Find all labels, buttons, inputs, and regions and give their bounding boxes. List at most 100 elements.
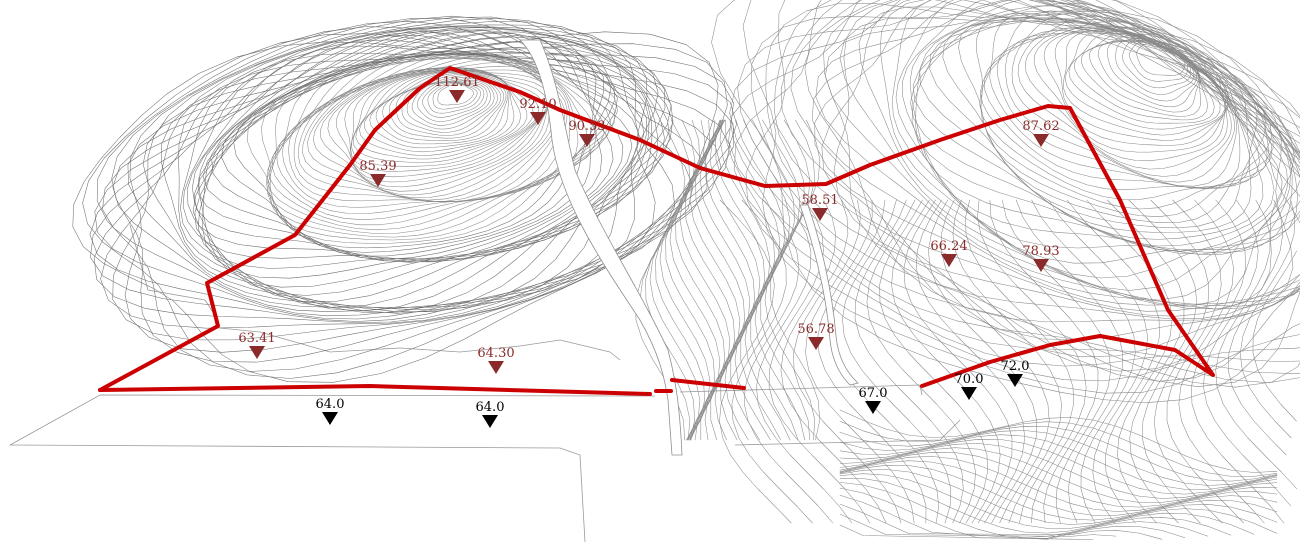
contour-line bbox=[839, 482, 1232, 538]
contour-line bbox=[740, 119, 791, 441]
contour-line bbox=[839, 456, 1278, 512]
existing-elevation-marker-label: 56.78 bbox=[797, 322, 834, 337]
triangle-down-icon bbox=[1007, 374, 1023, 387]
contour-line bbox=[728, 0, 1300, 374]
contour-line bbox=[182, 45, 658, 308]
contour-line bbox=[297, 55, 558, 202]
contour-line bbox=[142, 31, 674, 312]
contour-line bbox=[427, 82, 481, 114]
existing-elevation-marker-label: 66.24 bbox=[930, 239, 967, 254]
contour-line bbox=[737, 0, 1300, 388]
contour-lines-west-hill bbox=[72, 15, 737, 383]
contour-line bbox=[744, 199, 834, 524]
contour-line bbox=[711, 0, 1300, 404]
contour-line bbox=[351, 67, 539, 167]
contour-line bbox=[839, 487, 1209, 539]
road-corridor-shape bbox=[519, 39, 683, 456]
contour-line bbox=[704, 119, 755, 441]
contour-line bbox=[928, 199, 1038, 524]
contour-line bbox=[833, 0, 1300, 317]
contour-lines-east-hill bbox=[711, 0, 1300, 404]
contour-line bbox=[879, 199, 988, 524]
ground-edge-right bbox=[679, 384, 923, 396]
contour-line bbox=[916, 199, 1026, 524]
contour-line bbox=[839, 13, 1300, 307]
contour-line bbox=[1227, 199, 1287, 456]
triangle-down-icon bbox=[370, 174, 386, 187]
contour-line bbox=[1033, 26, 1229, 153]
contour-line bbox=[774, 0, 1300, 372]
triangle-down-icon bbox=[449, 90, 465, 103]
contour-line bbox=[902, 0, 1293, 254]
design-elevation-marker-label: 72.0 bbox=[1001, 359, 1030, 374]
contour-line bbox=[369, 72, 510, 149]
contour-line bbox=[1107, 199, 1185, 524]
existing-elevation-marker: 90.53 bbox=[568, 119, 606, 147]
contour-line bbox=[839, 465, 1278, 521]
contour-line bbox=[193, 36, 614, 263]
contour-line bbox=[839, 513, 1117, 537]
contour-line bbox=[979, 11, 1268, 200]
contour-line bbox=[1128, 199, 1201, 524]
existing-elevation-marker: 92.10 bbox=[519, 97, 557, 125]
existing-elevation-marker-label: 92.10 bbox=[519, 97, 556, 112]
existing-elevation-marker-label: 90.53 bbox=[568, 119, 605, 134]
existing-elevation-marker-label: 64.30 bbox=[477, 346, 514, 361]
contour-line bbox=[839, 430, 1278, 486]
contour-line bbox=[866, 199, 976, 524]
contour-line bbox=[709, 119, 761, 441]
contour-line bbox=[198, 29, 639, 269]
contour-line bbox=[814, 0, 1300, 306]
contour-line bbox=[750, 119, 801, 441]
contour-line bbox=[912, 17, 1264, 240]
contour-line bbox=[267, 56, 611, 238]
contour-line bbox=[411, 81, 491, 126]
contour-line bbox=[823, 0, 1300, 320]
contour-line bbox=[768, 199, 871, 524]
ground-plane-edge bbox=[9, 444, 586, 542]
existing-elevation-marker-label: 78.93 bbox=[1022, 244, 1059, 259]
contour-line bbox=[839, 524, 1094, 540]
contour-line bbox=[839, 421, 1278, 477]
contour-line bbox=[180, 46, 665, 312]
contour-line bbox=[839, 447, 1278, 503]
contour-line bbox=[1191, 199, 1285, 524]
contour-line bbox=[742, 0, 1300, 394]
terrain-surface bbox=[9, 224, 961, 542]
contour-line bbox=[355, 69, 528, 160]
contour-line bbox=[790, 0, 1300, 341]
contour-line bbox=[266, 56, 597, 231]
site-boundary-line bbox=[98, 66, 1215, 392]
triangle-down-icon bbox=[530, 112, 546, 125]
contour-line bbox=[839, 469, 1278, 525]
triangle-down-icon bbox=[941, 254, 957, 267]
contour-line bbox=[909, 0, 1291, 255]
contour-line bbox=[416, 81, 488, 122]
contour-line bbox=[824, 5, 1295, 310]
contour-line bbox=[714, 119, 765, 441]
triangle-down-icon bbox=[1033, 134, 1049, 147]
contour-line bbox=[266, 58, 605, 234]
triangle-down-icon bbox=[249, 346, 265, 359]
contour-line bbox=[980, 10, 1260, 191]
contour-line bbox=[942, 20, 1272, 223]
contour-line bbox=[805, 199, 915, 524]
triangle-down-icon bbox=[322, 412, 338, 425]
triangle-down-icon bbox=[579, 134, 595, 147]
contour-line bbox=[989, 199, 1099, 524]
platform-lower-edge-left bbox=[219, 327, 621, 361]
contour-line bbox=[100, 16, 722, 329]
existing-elevation-marker: 85.39 bbox=[359, 159, 397, 187]
existing-elevation-marker: 66.24 bbox=[930, 239, 968, 267]
contour-line bbox=[760, 119, 811, 441]
contour-line bbox=[364, 71, 515, 153]
contour-line bbox=[729, 0, 1300, 384]
terrain-edge-left bbox=[129, 224, 219, 321]
contour-line bbox=[186, 39, 653, 302]
contour-line bbox=[821, 0, 1300, 312]
triangle-down-icon bbox=[865, 401, 881, 414]
triangle-down-icon bbox=[812, 208, 828, 221]
valley-path-shape bbox=[799, 204, 859, 386]
contour-line bbox=[432, 82, 478, 110]
contour-line bbox=[764, 119, 816, 441]
